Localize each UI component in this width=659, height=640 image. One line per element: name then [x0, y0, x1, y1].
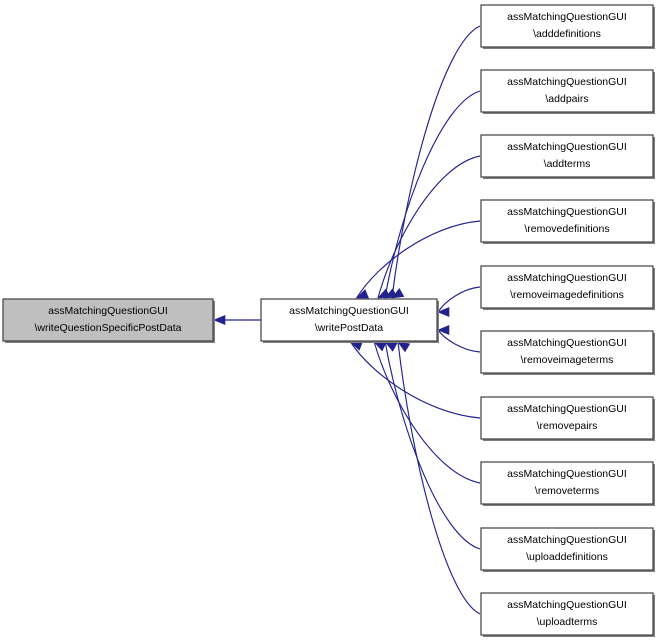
- node-adddefinitions[interactable]: assMatchingQuestionGUI \adddefinitions: [480, 4, 655, 49]
- node-writeQuestionSpecificPostData[interactable]: assMatchingQuestionGUI \writeQuestionSpec…: [2, 298, 215, 343]
- node-rect[interactable]: [480, 592, 654, 636]
- edge-addterms-to-writePostData: [377, 155, 481, 299]
- edge-removeimagedefinitions-to-writePostData: [437, 286, 481, 313]
- node-label-line1: assMatchingQuestionGUI: [289, 305, 409, 317]
- node-removedefinitions[interactable]: assMatchingQuestionGUI \removedefinitions: [480, 199, 655, 244]
- nodes-layer: assMatchingQuestionGUI\adddefinitionsass…: [2, 4, 655, 637]
- node-label-line2: \uploadterms: [537, 616, 598, 628]
- edge-arrowhead-uploadterms: [397, 341, 411, 353]
- node-rect[interactable]: [480, 69, 654, 113]
- node-removeterms[interactable]: assMatchingQuestionGUI \removeterms: [480, 461, 655, 506]
- node-rect[interactable]: [480, 396, 654, 440]
- edge-arrowhead-addterms: [377, 288, 391, 299]
- node-label-line1: assMatchingQuestionGUI: [507, 206, 627, 218]
- node-rect[interactable]: [480, 4, 654, 48]
- node-rect[interactable]: [260, 298, 438, 342]
- node-label-line2: \uploaddefinitions: [526, 551, 608, 563]
- node-label-line2: \writeQuestionSpecificPostData: [34, 322, 181, 334]
- node-label-line1: assMatchingQuestionGUI: [507, 11, 627, 23]
- node-label-line1: assMatchingQuestionGUI: [507, 534, 627, 546]
- node-label-line2: \writePostData: [315, 322, 383, 334]
- node-label-line1: assMatchingQuestionGUI: [507, 337, 627, 349]
- node-label-line1: assMatchingQuestionGUI: [507, 599, 627, 611]
- node-addpairs[interactable]: assMatchingQuestionGUI \addpairs: [480, 69, 655, 114]
- node-label-line2: \adddefinitions: [533, 28, 601, 40]
- node-rect[interactable]: [480, 527, 654, 571]
- node-label-line2: \removeimageterms: [521, 354, 614, 366]
- node-label-line1: assMatchingQuestionGUI: [507, 141, 627, 153]
- node-label-line1: assMatchingQuestionGUI: [507, 403, 627, 415]
- node-removeimagedefinitions[interactable]: assMatchingQuestionGUI \removeimagedefini…: [480, 265, 655, 310]
- node-addterms[interactable]: assMatchingQuestionGUI \addterms: [480, 134, 655, 179]
- edge-uploadterms-to-writePostData: [397, 341, 481, 615]
- node-rect[interactable]: [480, 330, 654, 374]
- node-label-line1: assMatchingQuestionGUI: [507, 468, 627, 480]
- node-label-line2: \removeterms: [535, 485, 599, 497]
- node-label-line1: assMatchingQuestionGUI: [48, 305, 168, 317]
- edge-arrowhead-writeQuestionSpecificPostData: [213, 314, 226, 326]
- edge-removeterms-to-writePostData: [373, 341, 481, 484]
- edge-adddefinitions-to-writePostData: [391, 25, 481, 299]
- node-label-line1: assMatchingQuestionGUI: [507, 76, 627, 88]
- node-label-line2: \addpairs: [545, 93, 588, 105]
- edge-removeimageterms-to-writePostData: [437, 329, 481, 353]
- node-uploaddefinitions[interactable]: assMatchingQuestionGUI \uploaddefinitions: [480, 527, 655, 572]
- edge-arrowhead-removeimageterms: [437, 324, 450, 336]
- edge-removedefinitions-to-writePostData: [356, 220, 481, 299]
- node-rect[interactable]: [2, 298, 214, 342]
- node-removepairs[interactable]: assMatchingQuestionGUI \removepairs: [480, 396, 655, 441]
- node-uploadterms[interactable]: assMatchingQuestionGUI \uploadterms: [480, 592, 655, 637]
- node-label-line2: \addterms: [544, 158, 591, 170]
- edge-addpairs-to-writePostData: [384, 90, 481, 299]
- node-label-line1: assMatchingQuestionGUI: [507, 272, 627, 284]
- node-rect[interactable]: [480, 134, 654, 178]
- node-label-line2: \removepairs: [537, 420, 598, 432]
- node-writePostData[interactable]: assMatchingQuestionGUI \writePostData: [260, 298, 439, 343]
- edge-uploaddefinitions-to-writePostData: [384, 341, 481, 550]
- edge-arrowhead-removeimagedefinitions: [437, 306, 450, 318]
- edges-layer: [213, 25, 481, 615]
- node-label-line2: \removeimagedefinitions: [510, 289, 624, 301]
- node-removeimageterms[interactable]: assMatchingQuestionGUI \removeimageterms: [480, 330, 655, 375]
- node-rect[interactable]: [480, 461, 654, 505]
- node-rect[interactable]: [480, 265, 654, 309]
- node-label-line2: \removedefinitions: [524, 223, 609, 235]
- edge-removepairs-to-writePostData: [350, 341, 481, 419]
- edge-arrowhead-removedefinitions: [355, 289, 369, 299]
- node-rect[interactable]: [480, 199, 654, 243]
